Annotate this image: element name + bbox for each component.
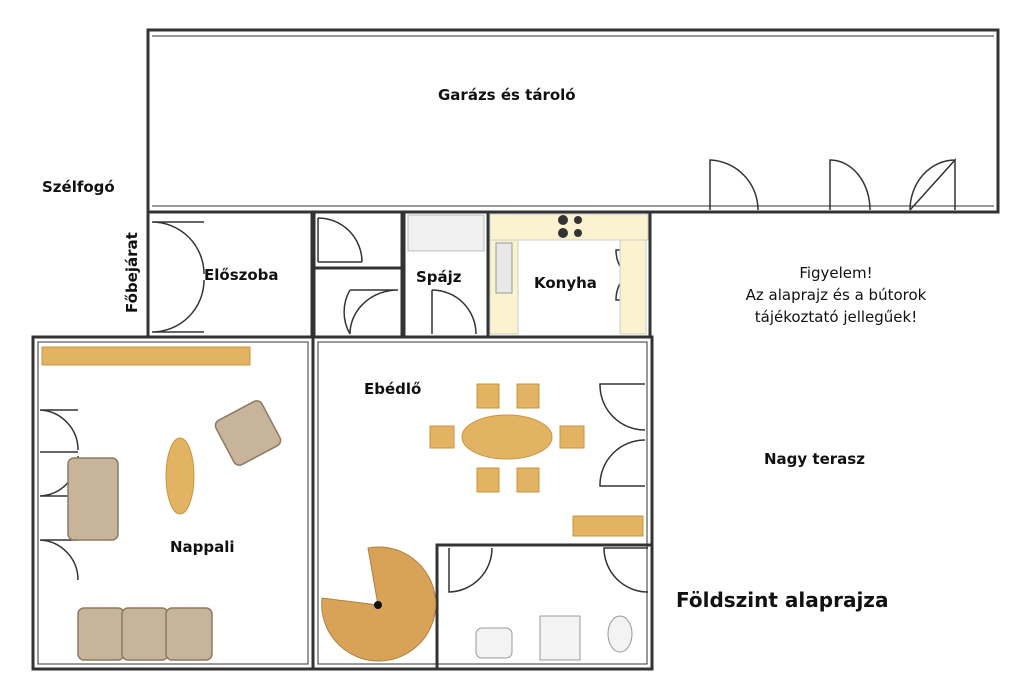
closet-walls — [312, 210, 404, 339]
notice-line-1: Figyelem! — [799, 264, 873, 282]
washbasin-icon — [475, 627, 513, 659]
sofa-side — [67, 457, 119, 541]
coffee-table — [165, 437, 195, 515]
garage-door-1 — [709, 159, 759, 211]
sink-icon — [495, 242, 513, 294]
garage-door-2 — [829, 159, 871, 211]
kitchen-counter-top — [489, 213, 649, 241]
entrance-door-top — [151, 221, 205, 275]
sofa-bottom-1 — [77, 607, 125, 661]
sofa-bottom-3 — [165, 607, 213, 661]
kitchen-label: Konyha — [534, 274, 597, 292]
shower-icon — [539, 615, 581, 661]
notice-line-2: Az alaprajz és a bútorok — [745, 286, 927, 304]
armchair — [214, 400, 282, 466]
bathroom-walls — [435, 543, 654, 671]
dining-label: Ebédlő — [364, 380, 422, 398]
dining-table — [461, 414, 553, 460]
terrace-label: Nagy terasz — [764, 450, 865, 468]
pantry-shelf — [407, 214, 485, 252]
hall-label: Előszoba — [204, 266, 279, 284]
living-label: Nappali — [170, 538, 235, 556]
plan-title: Földszint alaprajza — [676, 588, 889, 612]
notice: Figyelem! Az alaprajz és a bútorok tájék… — [696, 262, 976, 328]
notice-line-3: tájékoztató jellegűek! — [754, 308, 918, 326]
garage-label: Garázs és tároló — [438, 86, 576, 104]
garage-walls — [146, 28, 1000, 214]
toilet-icon — [607, 615, 633, 653]
dining-sideboard — [572, 515, 644, 537]
vestibule-label: Szélfogó — [42, 178, 115, 196]
main-entrance-label: Főbejárat — [123, 232, 141, 313]
kitchen-counter-right — [619, 239, 647, 335]
entrance-door-bottom — [151, 279, 205, 333]
sofa-bottom-2 — [121, 607, 169, 661]
garage-door-3 — [909, 158, 956, 211]
living-shelf — [41, 346, 251, 366]
pantry-label: Spájz — [416, 268, 462, 286]
stove-icon — [558, 215, 568, 225]
